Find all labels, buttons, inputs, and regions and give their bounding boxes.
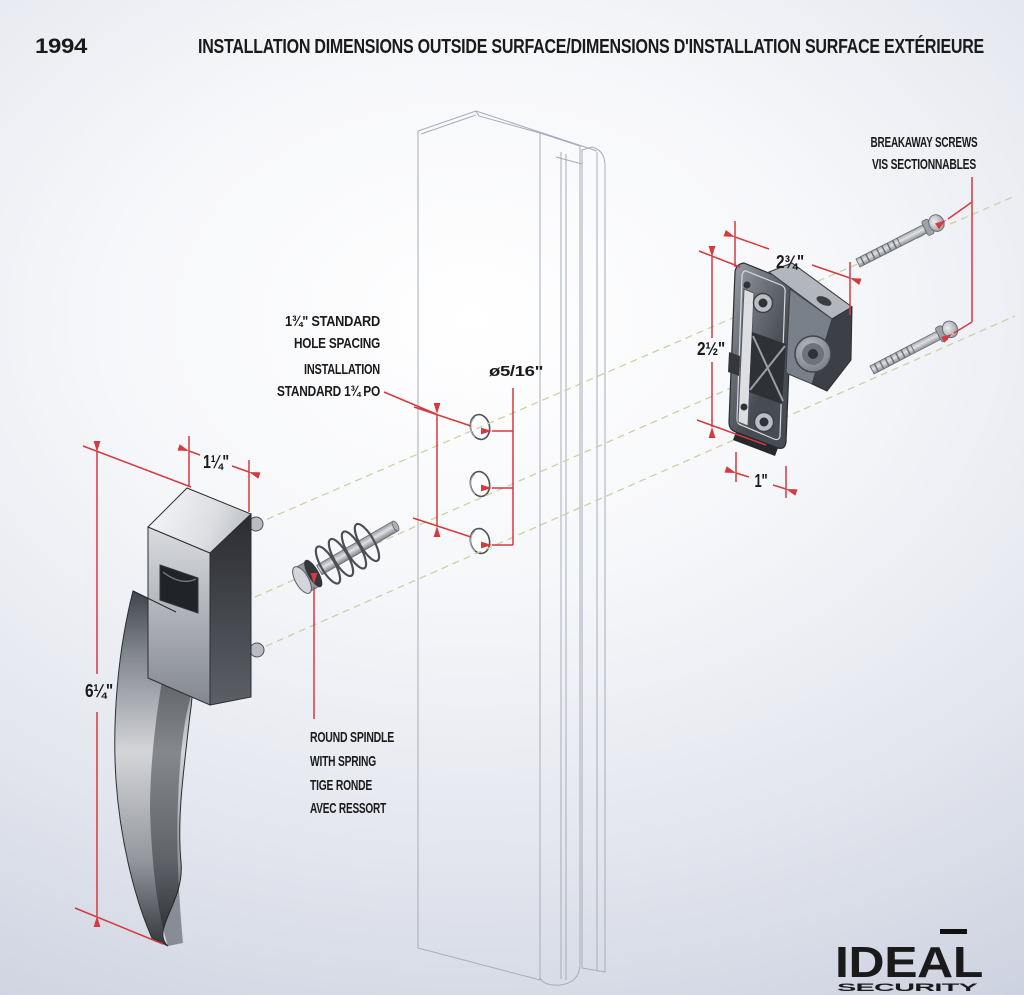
- frame-wall-inner-edge: [420, 114, 477, 135]
- label-spindle-fr1: TIGE RONDE: [310, 777, 372, 794]
- spindle-assembly: [292, 520, 400, 594]
- latch-pin-hole-top: [743, 281, 751, 289]
- logo-brand: IDEAL: [835, 938, 983, 987]
- label-breakaway-fr: VIS SECTIONNABLES: [872, 156, 976, 173]
- dim-label-handle-height: 6¼": [85, 681, 113, 701]
- latch-plate-inner-outline: [736, 270, 786, 441]
- screw-head: [941, 320, 959, 339]
- latch-screw-hole-top: [758, 298, 768, 308]
- dim-label-latch-height: 2½": [697, 339, 725, 359]
- dim-label-handle-width: 1¼": [203, 452, 229, 472]
- page-title: INSTALLATION DIMENSIONS OUTSIDE SURFACE/…: [198, 35, 984, 58]
- spindle-button-face: [292, 566, 312, 594]
- latch-slide-bar: [737, 288, 755, 427]
- screw-shank: [910, 330, 942, 354]
- dim-latch-width: [724, 452, 798, 498]
- frame-right-hook: [581, 146, 606, 973]
- latch-hub-bore: [808, 349, 818, 359]
- label-breakaway-en: BREAKAWAY SCREWS: [871, 134, 978, 151]
- spring-coil: [353, 522, 381, 563]
- latch-bracket-slot: [816, 296, 832, 306]
- handle-block-front-face: [147, 526, 211, 706]
- alignment-line-bottom: [254, 315, 1016, 652]
- frame-extrusion-lines: [560, 152, 598, 980]
- label-spindle-en1: ROUND SPINDLE: [310, 729, 394, 746]
- label-hole-spacing-3: INSTALLATION: [304, 361, 380, 378]
- model-number: 1994: [35, 35, 88, 58]
- label-spindle-fr2: AVEC RESSORT: [310, 800, 386, 817]
- leader-breakaway-screws: [935, 177, 973, 343]
- label-hole-spacing-1: 1¾" STANDARD: [285, 313, 380, 330]
- frame-back-top-edge: [475, 110, 598, 152]
- dim-latch-depth: [723, 221, 862, 315]
- latch-pin-hole-bottom: [740, 403, 748, 411]
- spindle-tip: [391, 520, 400, 532]
- breakaway-screw-bottom: [869, 320, 959, 375]
- handle-stud-bottom: [249, 642, 265, 658]
- frame-middle-rib: [539, 132, 581, 986]
- latch-x-brace: [749, 335, 786, 402]
- dim-label-latch-depth: 2¾": [776, 252, 804, 272]
- dim-hole-spacing: [383, 391, 472, 538]
- dim-handle-width: [177, 436, 261, 512]
- dim-handle-height: [74, 441, 192, 945]
- brand-logo: IDEAL SECURITY: [835, 929, 983, 994]
- handle-neck-edge: [132, 590, 177, 613]
- handle-assembly: [114, 487, 265, 947]
- screw-threads: [873, 346, 912, 373]
- spindle-spring: [314, 522, 381, 585]
- logo-accent-bar: [940, 929, 967, 934]
- door-frame-profile: [417, 110, 606, 986]
- latch-screw-hole-bottom: [759, 417, 769, 427]
- leader-spindle: [310, 573, 318, 719]
- screw-shank: [896, 224, 928, 247]
- handle-recess-arc: [162, 571, 197, 582]
- latch-edge-notch: [728, 352, 740, 376]
- latch-assembly: [728, 262, 853, 456]
- dim-label-latch-width: 1": [755, 471, 768, 491]
- dim-latch-height: [696, 246, 767, 446]
- label-hole-spacing-2: HOLE SPACING: [294, 335, 380, 352]
- dim-hole-diameter: [481, 388, 514, 549]
- frame-lip-edge: [555, 156, 583, 165]
- screw-threads: [859, 240, 898, 266]
- label-spindle-en2: WITH SPRING: [310, 753, 376, 770]
- latch-bottom-wedge: [733, 432, 778, 456]
- mounting-hole-bottom: [469, 527, 491, 555]
- breakaway-screw-top: [855, 214, 945, 268]
- label-hole-diameter: ø5/16": [489, 363, 543, 380]
- logo-tagline: SECURITY: [837, 982, 980, 994]
- label-hole-spacing-4: STANDARD 1¾ PO: [277, 383, 380, 400]
- alignment-lines: [254, 195, 1016, 652]
- handle-block-top-face: [147, 487, 252, 554]
- handle-lever-side-band: [150, 612, 193, 946]
